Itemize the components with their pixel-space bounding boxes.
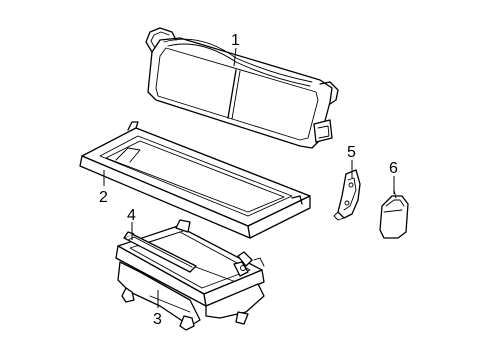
callout-4: 4 (127, 207, 136, 224)
seat-riser-base (115, 219, 265, 331)
callout-2: 2 (99, 189, 108, 206)
leader-lines (103, 47, 395, 308)
callout-1: 1 (231, 32, 240, 49)
hinge-bracket (333, 169, 361, 221)
callout-3: 3 (153, 311, 162, 328)
seat-back-frame (145, 27, 339, 149)
seat-cushion-frame (79, 121, 311, 239)
callout-5: 5 (347, 144, 356, 161)
callout-6: 6 (389, 160, 398, 177)
trim-cover (379, 189, 409, 239)
riser-bracket (123, 231, 197, 273)
